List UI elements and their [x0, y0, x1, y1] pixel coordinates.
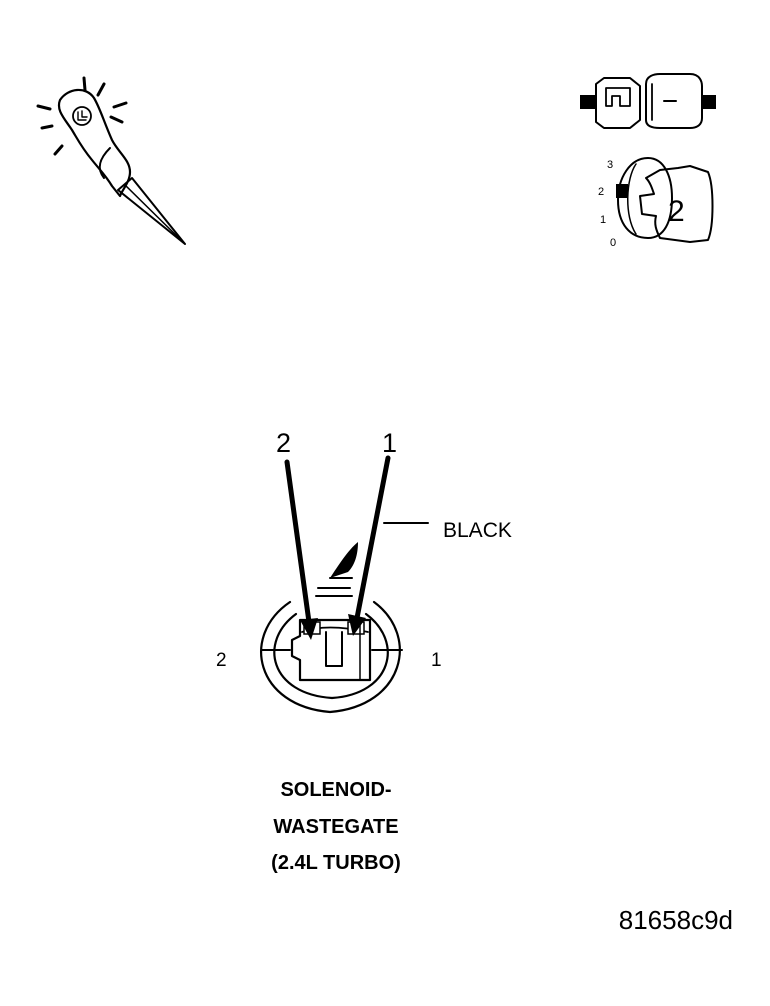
key-position-label-2: 2	[598, 186, 604, 198]
caption-line-1: SOLENOID-	[280, 779, 391, 801]
key-selected-position: 2	[668, 195, 685, 228]
key-position-label-3: 3	[607, 159, 613, 171]
probe-light-rays	[36, 76, 128, 156]
caption-line-2: WASTEGATE	[273, 816, 398, 838]
ignition-key-icon: 3 2 1 0 2	[598, 157, 714, 249]
connector-face	[260, 542, 403, 714]
cavity-label-1: 1	[431, 650, 442, 671]
pointer-label-pin-2: 2	[276, 428, 291, 458]
connector-icon	[580, 73, 716, 129]
test-probe-icon	[36, 76, 186, 245]
pointer-arrows	[284, 455, 391, 640]
caption-line-3: (2.4L TURBO)	[271, 852, 401, 874]
terminal-housing	[290, 618, 372, 682]
diagram-caption: SOLENOID- WASTEGATE (2.4L TURBO)	[271, 779, 401, 874]
figure-id: 81658c9d	[619, 905, 733, 935]
connector-inner-ring	[273, 612, 389, 700]
connector-outer-ring	[260, 600, 401, 714]
cavity-label-2: 2	[216, 650, 227, 671]
wire-color-label: BLACK	[443, 519, 512, 542]
key-position-label-0: 0	[610, 237, 616, 249]
key-position-label-1: 1	[600, 214, 606, 226]
pointer-label-pin-1: 1	[382, 428, 397, 458]
